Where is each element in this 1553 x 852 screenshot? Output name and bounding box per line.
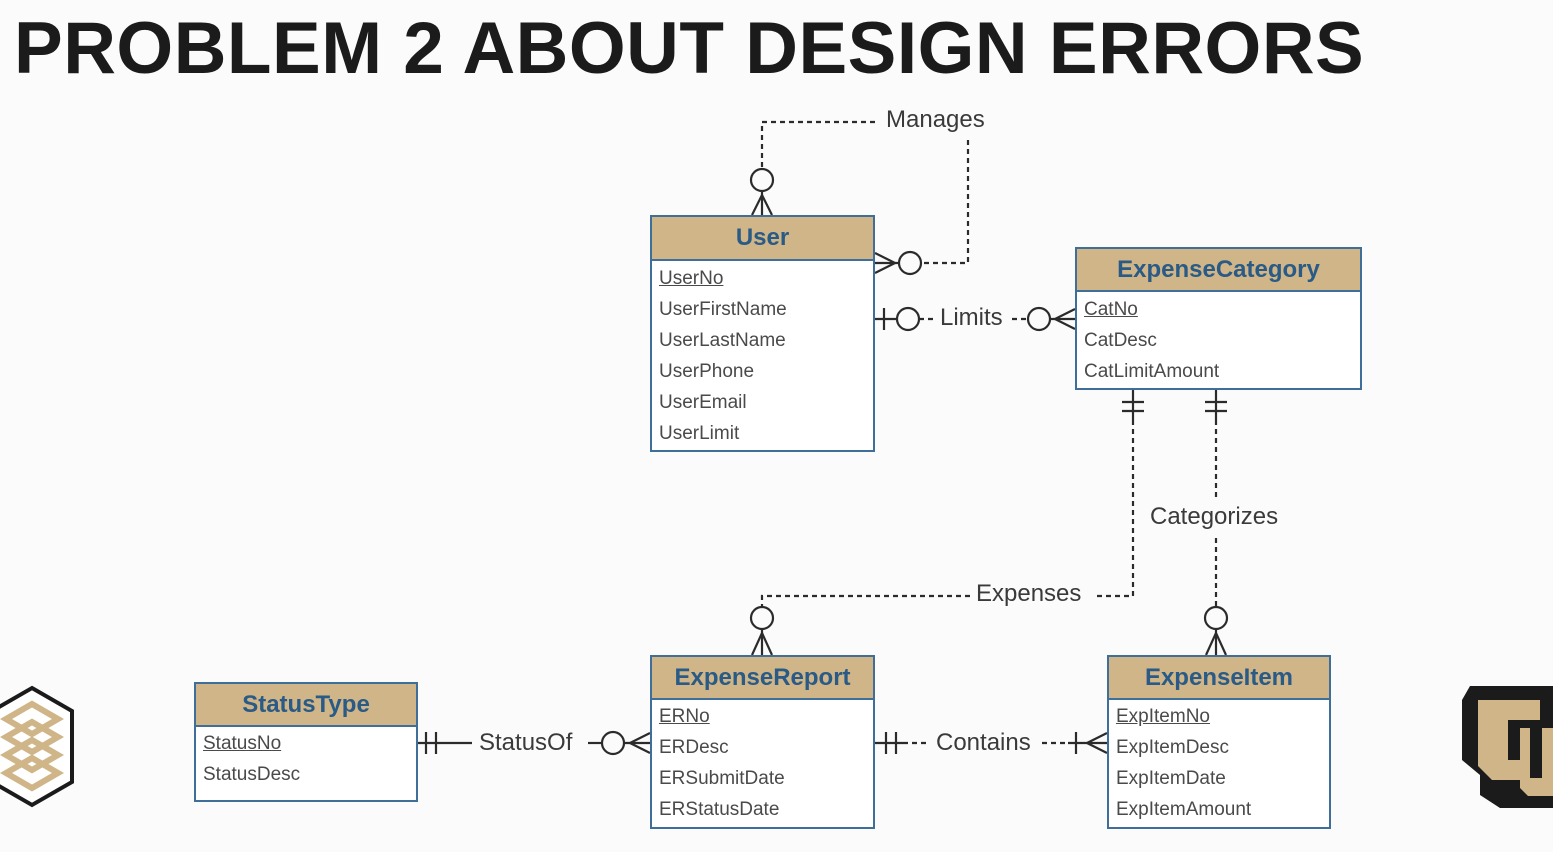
attr-er-no: ERNo — [659, 706, 710, 727]
attr-user-last-name: UserLastName — [659, 330, 786, 351]
attr-er-status-date: ERStatusDate — [659, 799, 780, 820]
attr-status-no: StatusNo — [203, 733, 282, 754]
attr-cat-no: CatNo — [1084, 299, 1138, 320]
entity-user[interactable]: User UserNo UserFirstName UserLastName U… — [650, 215, 875, 452]
rel-manages-lines — [749, 120, 970, 276]
rel-contains-lines — [875, 732, 1108, 754]
hexagon-logo-icon — [0, 685, 74, 808]
rel-expenses-lines — [749, 390, 1144, 656]
rel-status-of-lines — [418, 730, 651, 756]
attr-user-limit: UserLimit — [659, 423, 740, 444]
attr-cat-limit-amount: CatLimitAmount — [1084, 361, 1220, 382]
attr-exp-item-desc: ExpItemDesc — [1116, 737, 1229, 758]
slide-title: PROBLEM 2 ABOUT DESIGN ERRORS — [14, 8, 1365, 89]
attr-er-submit-date: ERSubmitDate — [659, 768, 785, 789]
attr-exp-item-date: ExpItemDate — [1116, 768, 1226, 789]
entity-expense-category[interactable]: ExpenseCategory CatNo CatDesc CatLimitAm… — [1075, 247, 1362, 390]
rel-limits-lines — [875, 306, 1076, 332]
entity-expense-category-title: ExpenseCategory — [1077, 249, 1360, 292]
attr-er-desc: ERDesc — [659, 737, 729, 758]
entity-expense-report-title: ExpenseReport — [652, 657, 873, 700]
entity-expense-item-title: ExpenseItem — [1109, 657, 1329, 700]
attr-status-desc: StatusDesc — [203, 764, 301, 785]
attr-exp-item-amount: ExpItemAmount — [1116, 799, 1252, 820]
attr-user-phone: UserPhone — [659, 361, 755, 382]
rel-categorizes-lines — [1203, 390, 1229, 656]
entity-expense-item[interactable]: ExpenseItem ExpItemNo ExpItemDesc ExpIte… — [1107, 655, 1331, 829]
cu-logo-icon — [1462, 686, 1553, 808]
rel-label-expenses: Expenses — [976, 580, 1082, 608]
rel-label-limits: Limits — [940, 304, 1003, 332]
entity-user-title: User — [652, 217, 873, 261]
attr-cat-desc: CatDesc — [1084, 330, 1157, 351]
rel-label-status-of: StatusOf — [479, 729, 573, 757]
attr-exp-item-no: ExpItemNo — [1116, 706, 1210, 727]
entity-status-type[interactable]: StatusType StatusNo StatusDesc — [194, 682, 418, 802]
entity-expense-report[interactable]: ExpenseReport ERNo ERDesc ERSubmitDate E… — [650, 655, 875, 829]
attr-user-no: UserNo — [659, 268, 724, 289]
rel-label-manages: Manages — [886, 106, 985, 134]
attr-user-email: UserEmail — [659, 392, 747, 413]
rel-label-categorizes: Categorizes — [1150, 503, 1279, 531]
attr-user-first-name: UserFirstName — [659, 299, 787, 320]
rel-label-contains: Contains — [936, 729, 1031, 757]
entity-status-type-title: StatusType — [196, 684, 416, 727]
